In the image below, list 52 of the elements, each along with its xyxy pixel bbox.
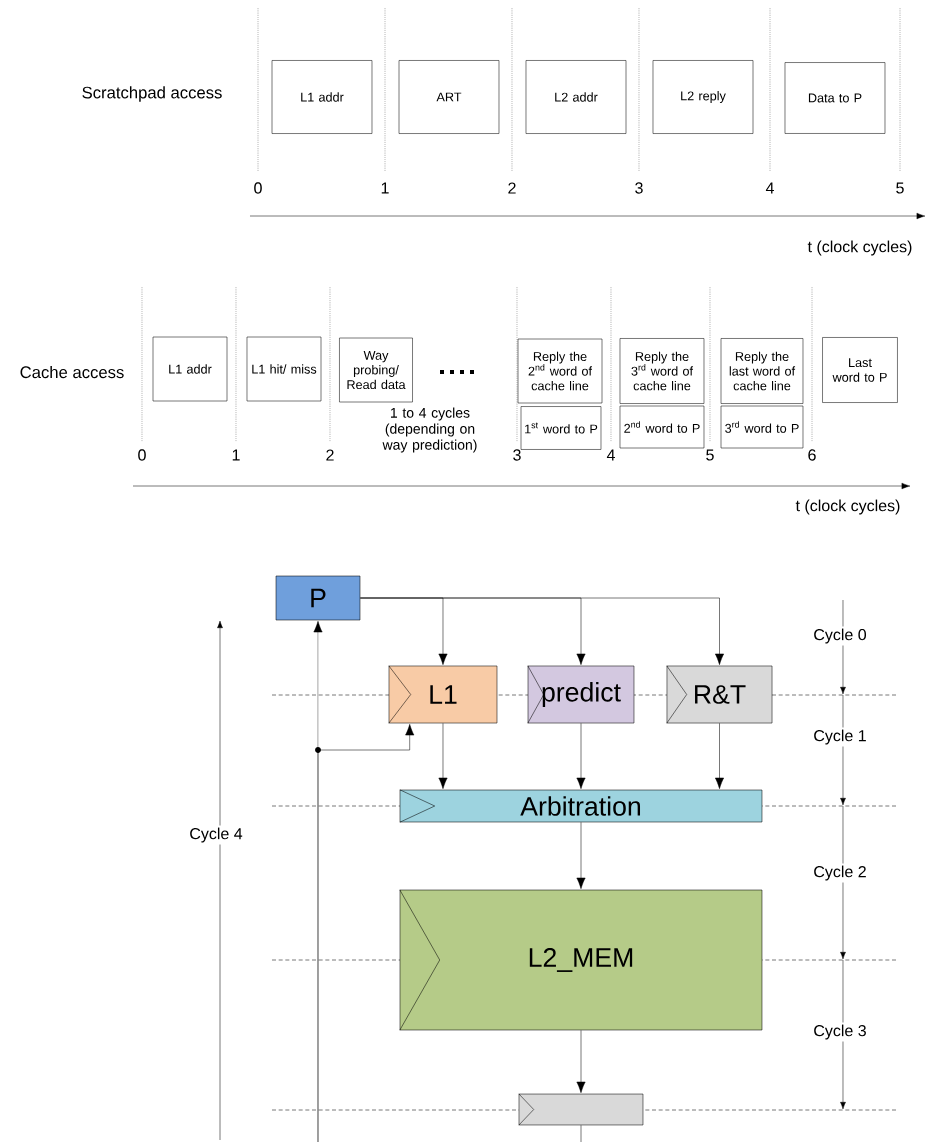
step-box: L1 addr [152,336,228,402]
tick-label: 0 [138,449,146,461]
tick-label: 3 [635,182,643,194]
tick-label: 0 [254,182,262,194]
step-box: Way probing/ Read data [339,337,413,403]
step-box: Reply the last word of cache line [720,338,804,404]
step-box: Reply the 3$^{rd}$ word of cache line [619,338,705,404]
cycle-label: Cycle 3 [811,1022,869,1042]
arrow [576,822,586,889]
step-box: L2 addr [525,60,627,134]
tick-label: 2 [326,449,334,461]
step-box: L2 reply [652,60,754,134]
step-box: Last word to P [822,337,898,403]
register-box: Arbitration [399,789,763,823]
step-box: L1 addr [271,60,373,134]
register-box [518,1093,644,1126]
arrow [715,723,724,789]
cycle-label: Cycle 2 [811,863,869,883]
tick-label: 4 [765,182,774,194]
row-label: Cache access [20,365,124,379]
step-box: Reply the 2$^{nd}$ word of cache line [517,338,603,404]
tick-label: 5 [706,449,714,461]
processor-box: P [275,575,361,621]
cycle-label: Cycle 4 [187,825,245,845]
axis-label: t (clock cycles) [795,499,900,515]
register-box: R&T [666,665,773,724]
tick-label: 2 [508,182,516,194]
axis-label: t (clock cycles) [807,240,912,256]
register-box: L1 [388,665,498,724]
register-box: predict [527,665,635,724]
arrow [360,597,724,665]
tick-label: 1 [381,182,389,194]
tick-label: 5 [896,182,904,194]
step-box: 3$^{rd}$ word to P [720,405,804,449]
tick-label: 3 [513,449,521,461]
tick-label: 4 [606,449,615,461]
step-box: L1 hit/ miss [246,336,322,402]
arrow [576,723,586,789]
duration-label: 1 to 4 cycles (depending on way prediction) [382,407,477,453]
cycle-label: Cycle 1 [811,727,869,747]
tick-label: 1 [232,449,240,461]
cycle-label: Cycle 0 [811,626,869,646]
step-box: ART [398,60,500,134]
step-box: 1$^{st}$ word to P [520,406,602,450]
tick-label: 6 [808,449,816,461]
step-box: 2$^{nd}$ word to P [619,405,705,449]
arrow [576,1030,586,1093]
step-box: Data to P [784,62,886,134]
arrow [317,724,415,1142]
arrow [438,723,448,789]
row-label: Scratchpad access [82,86,222,102]
register-box: L2_MEM [399,889,763,1031]
